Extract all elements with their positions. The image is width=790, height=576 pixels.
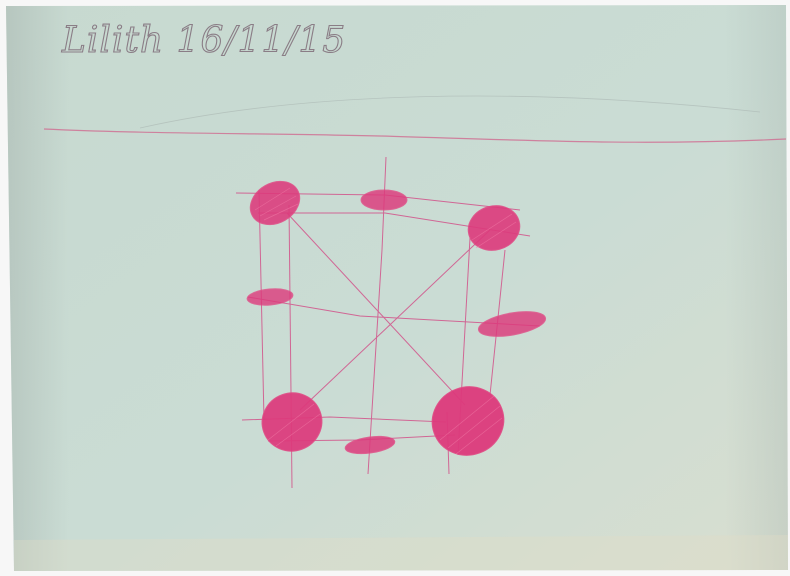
dot-bottom-right	[423, 377, 514, 466]
dot-mid-right	[477, 307, 548, 340]
crayon-dots	[242, 173, 547, 466]
handwritten-heading: Lilith 16/11/15	[61, 20, 346, 61]
dot-top-right	[463, 200, 525, 256]
dot-bottom-middle	[344, 434, 396, 457]
separator-line	[44, 129, 786, 142]
dot-top-middle	[361, 190, 407, 210]
faint-pencil-line	[140, 96, 760, 128]
handwritten-heading-art: Lilith 16/11/15	[60, 8, 400, 68]
dot-bottom-left	[254, 384, 330, 459]
